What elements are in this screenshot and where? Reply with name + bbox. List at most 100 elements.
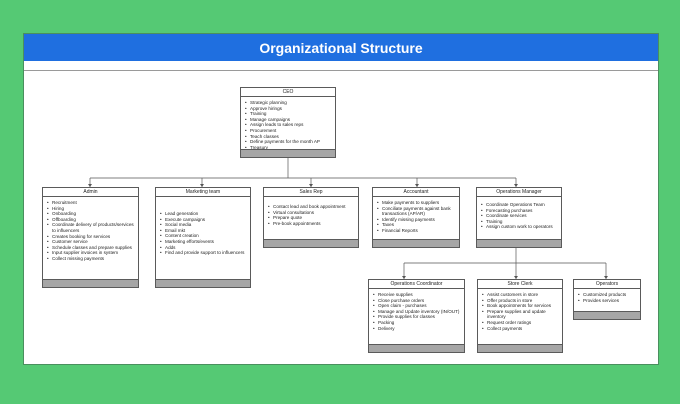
responsibility-item: Delivery [373,326,460,332]
node-ceo-footer [241,149,335,157]
responsibility-item: Prepare supplies and update inventory [482,309,558,320]
node-operators-title: Operators [574,280,640,289]
responsibility-item: Taxes [377,222,455,228]
responsibility-item: Customer service [47,239,134,245]
node-sales-rep-footer [264,239,358,247]
arrowhead-admin [88,184,92,187]
responsibility-item: Schedule classes and prepare supplies [47,245,134,251]
responsibility-item: Financial Reports [377,228,455,234]
node-sales-rep: Sales Rep Contact lead and book appointm… [263,187,359,248]
responsibility-item: Virtual consultations [268,210,354,216]
node-admin-list: RecruitmentHiringOnboardingOffboardingCo… [47,200,134,262]
responsibility-item: Social media [160,222,246,228]
diagram-title: Organizational Structure [259,39,423,56]
node-store-clerk-footer [478,344,562,352]
responsibility-item: Hiring [47,206,134,212]
node-accountant: Accountant Make payments to suppliersCon… [372,187,460,248]
responsibility-item: Request order ratings [482,320,558,326]
responsibility-item: Contact lead and book appointment [268,204,354,210]
node-marketing-list: Lead generationExecute campaignsSocial m… [160,211,246,256]
responsibility-item: Close purchase orders [373,298,460,304]
node-marketing-footer [156,279,250,287]
responsibility-item: Collect payments [482,326,558,332]
responsibility-item: Approve hirings [245,106,331,112]
arrowhead-ops-manager [514,184,518,187]
arrowhead-accountant [415,184,419,187]
node-accountant-footer [373,239,459,247]
responsibility-item: Assign custom work to operators [481,224,557,230]
node-store-clerk-list: Assist customers in storeOffer products … [482,292,558,331]
responsibility-item: Offer products in store [482,298,558,304]
arrowhead-sales [309,184,313,187]
responsibility-item: Identify missing payments [377,217,455,223]
responsibility-item: Coordinate services [481,213,557,219]
node-operations-coordinator-list: Receive suppliesClose purchase ordersOpe… [373,292,460,331]
diagram-canvas: Organizational Structure [23,33,659,365]
responsibility-item: Pre-book appointments [268,221,354,227]
node-admin: Admin RecruitmentHiringOnboardingOffboar… [42,187,139,288]
connector-lines [88,158,608,279]
node-store-clerk: Store Clerk Assist customers in storeOff… [477,279,563,353]
responsibility-item: Packing [373,320,460,326]
node-operators-list: Customized productsProvides services [578,292,636,303]
node-operators-footer [574,311,640,319]
responsibility-item: Book appointments for services [482,303,558,309]
node-ceo-title: CEO [241,88,335,97]
node-ceo: CEO Strategic planningApprove hiringsTra… [240,87,336,158]
responsibility-item: Procurement [245,128,331,134]
node-operations-manager-list: Coordinate Operations TeamForecasting pu… [481,202,557,230]
responsibility-item: Receive supplies [373,292,460,298]
node-sales-rep-list: Contact lead and book appointmentVirtual… [268,204,354,226]
responsibility-item: Offboarding [47,217,134,223]
arrowhead-operators [604,276,608,279]
responsibility-item: Adds [160,245,246,251]
responsibility-item: Assist customers in store [482,292,558,298]
responsibility-item: Define payments for the month AP [245,139,331,145]
node-operations-coordinator-title: Operations Coordinator [369,280,464,289]
responsibility-item: Manage and Update inventory (IN/OUT) [373,309,460,315]
responsibility-item: Open claim - purchases [373,303,460,309]
node-admin-title: Admin [43,188,138,197]
responsibility-item: Email mkt [160,228,246,234]
node-store-clerk-title: Store Clerk [478,280,562,289]
responsibility-item: Lead generation [160,211,246,217]
responsibility-item: Manage campaigns [245,117,331,123]
responsibility-item: Customized products [578,292,636,298]
node-marketing: Marketing team Lead generationExecute ca… [155,187,251,288]
responsibility-item: Make payments to suppliers [377,200,455,206]
responsibility-item: Execute campaigns [160,217,246,223]
responsibility-item: Find and provide support to influencers [160,250,246,256]
responsibility-item: Forecasting purchases [481,208,557,214]
node-operations-manager-title: Operations Manager [477,188,561,197]
responsibility-item: Provide supplies for classes [373,314,460,320]
responsibility-item: Provides services [578,298,636,304]
node-ceo-list: Strategic planningApprove hiringsTrainin… [245,100,331,150]
responsibility-item: Training [481,219,557,225]
title-bar: Organizational Structure [24,34,658,61]
node-operations-coordinator-footer [369,344,464,352]
node-operations-manager-footer [477,239,561,247]
node-accountant-title: Accountant [373,188,459,197]
responsibility-item: Training [245,111,331,117]
sub-bar [24,61,658,71]
responsibility-item: Content creation [160,233,246,239]
node-accountant-list: Make payments to suppliersConciliate pay… [377,200,455,234]
responsibility-item: Marketing efforts/events [160,239,246,245]
responsibility-item: Collect missing payments [47,256,134,262]
arrowhead-marketing [200,184,204,187]
responsibility-item: Treasury [245,145,331,151]
arrowhead-store-clerk [514,276,518,279]
responsibility-item: Recruitment [47,200,134,206]
node-operations-coordinator: Operations Coordinator Receive suppliesC… [368,279,465,353]
responsibility-item: Conciliate payments against bank transac… [377,206,455,217]
responsibility-item: Input supplier invoices in system [47,250,134,256]
responsibility-item: Coordinate Operations Team [481,202,557,208]
responsibility-item: Prepare quote [268,215,354,221]
arrowhead-ops-coord [402,276,406,279]
node-operators: Operators Customized productsProvides se… [573,279,641,320]
node-operations-manager: Operations Manager Coordinate Operations… [476,187,562,248]
responsibility-item: Assign leads to sales reps [245,122,331,128]
node-admin-footer [43,279,138,287]
responsibility-item: Strategic planning [245,100,331,106]
responsibility-item: Creates booking for services [47,234,134,240]
